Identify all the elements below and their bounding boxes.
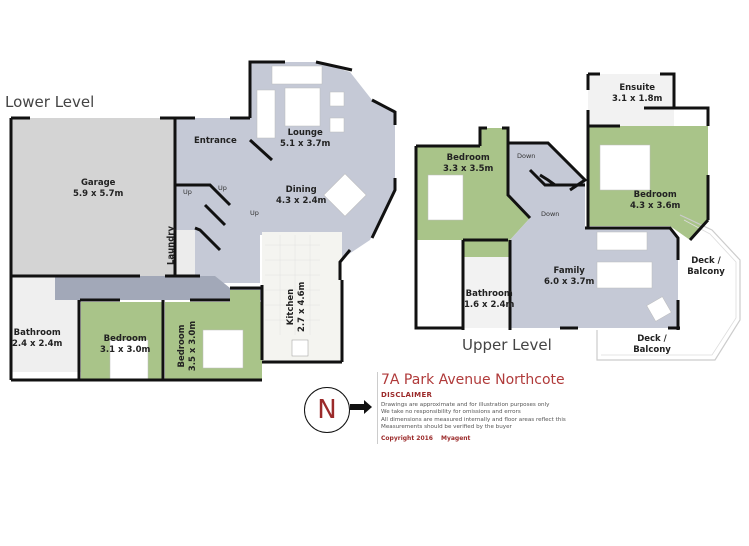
- room-bedroom-upper-2: Bedroom 4.3 x 3.6m: [630, 190, 681, 211]
- stairs-up-label-2: Up: [218, 184, 227, 192]
- upper-level-label: Upper Level: [462, 336, 552, 354]
- stairs-up-label-1: Up: [183, 188, 192, 196]
- room-bedroom-upper-1: Bedroom 3.3 x 3.5m: [443, 153, 494, 174]
- disclaimer-heading: DISCLAIMER: [381, 391, 433, 399]
- laundry-floor: [175, 230, 195, 276]
- north-compass: N: [304, 387, 350, 433]
- room-bedroom-lower-2: Bedroom 3.5 x 3.0m: [177, 320, 198, 372]
- compass-arrow-icon: [350, 404, 366, 410]
- info-block: 7A Park Avenue Northcote DISCLAIMER Draw…: [381, 372, 621, 442]
- info-divider: [377, 372, 378, 444]
- room-family: Family 6.0 x 3.7m: [544, 266, 595, 287]
- room-laundry: Laundry: [166, 225, 177, 266]
- room-dining: Dining 4.3 x 2.4m: [276, 185, 327, 206]
- disclaimer-text: Drawings are approximate and for illustr…: [381, 402, 566, 430]
- room-lounge: Lounge 5.1 x 3.7m: [280, 128, 331, 149]
- address-title: 7A Park Avenue Northcote: [381, 372, 565, 388]
- room-bathroom-lower: Bathroom 2.4 x 2.4m: [12, 328, 63, 349]
- room-ensuite: Ensuite 3.1 x 1.8m: [612, 83, 663, 104]
- room-bedroom-lower-1: Bedroom 3.1 x 3.0m: [100, 334, 151, 355]
- stairs-down-label-1: Down: [517, 152, 536, 160]
- lower-level-label: Lower Level: [5, 93, 95, 111]
- room-deck-east: Deck / Balcony: [687, 256, 725, 277]
- bathroom-upper-floor: [463, 257, 509, 328]
- stairs-down-label-2: Down: [541, 210, 560, 218]
- room-deck-south: Deck / Balcony: [633, 334, 671, 355]
- north-label: N: [317, 395, 337, 425]
- room-kitchen: Kitchen 2.7 x 4.6m: [286, 281, 307, 332]
- room-bathroom-upper: Bathroom 1.6 x 2.4m: [464, 289, 515, 310]
- bathroom-lower-floor: [11, 300, 81, 372]
- room-entrance: Entrance: [194, 136, 237, 146]
- garage-floor: [11, 118, 175, 276]
- hallway-floor: [55, 276, 262, 300]
- stairs-up-label-3: Up: [250, 209, 259, 217]
- compass-arrowhead-icon: [364, 400, 372, 414]
- room-garage: Garage 5.9 x 5.7m: [73, 178, 124, 199]
- living-floor: [175, 62, 395, 283]
- ensuite-floor: [588, 74, 674, 126]
